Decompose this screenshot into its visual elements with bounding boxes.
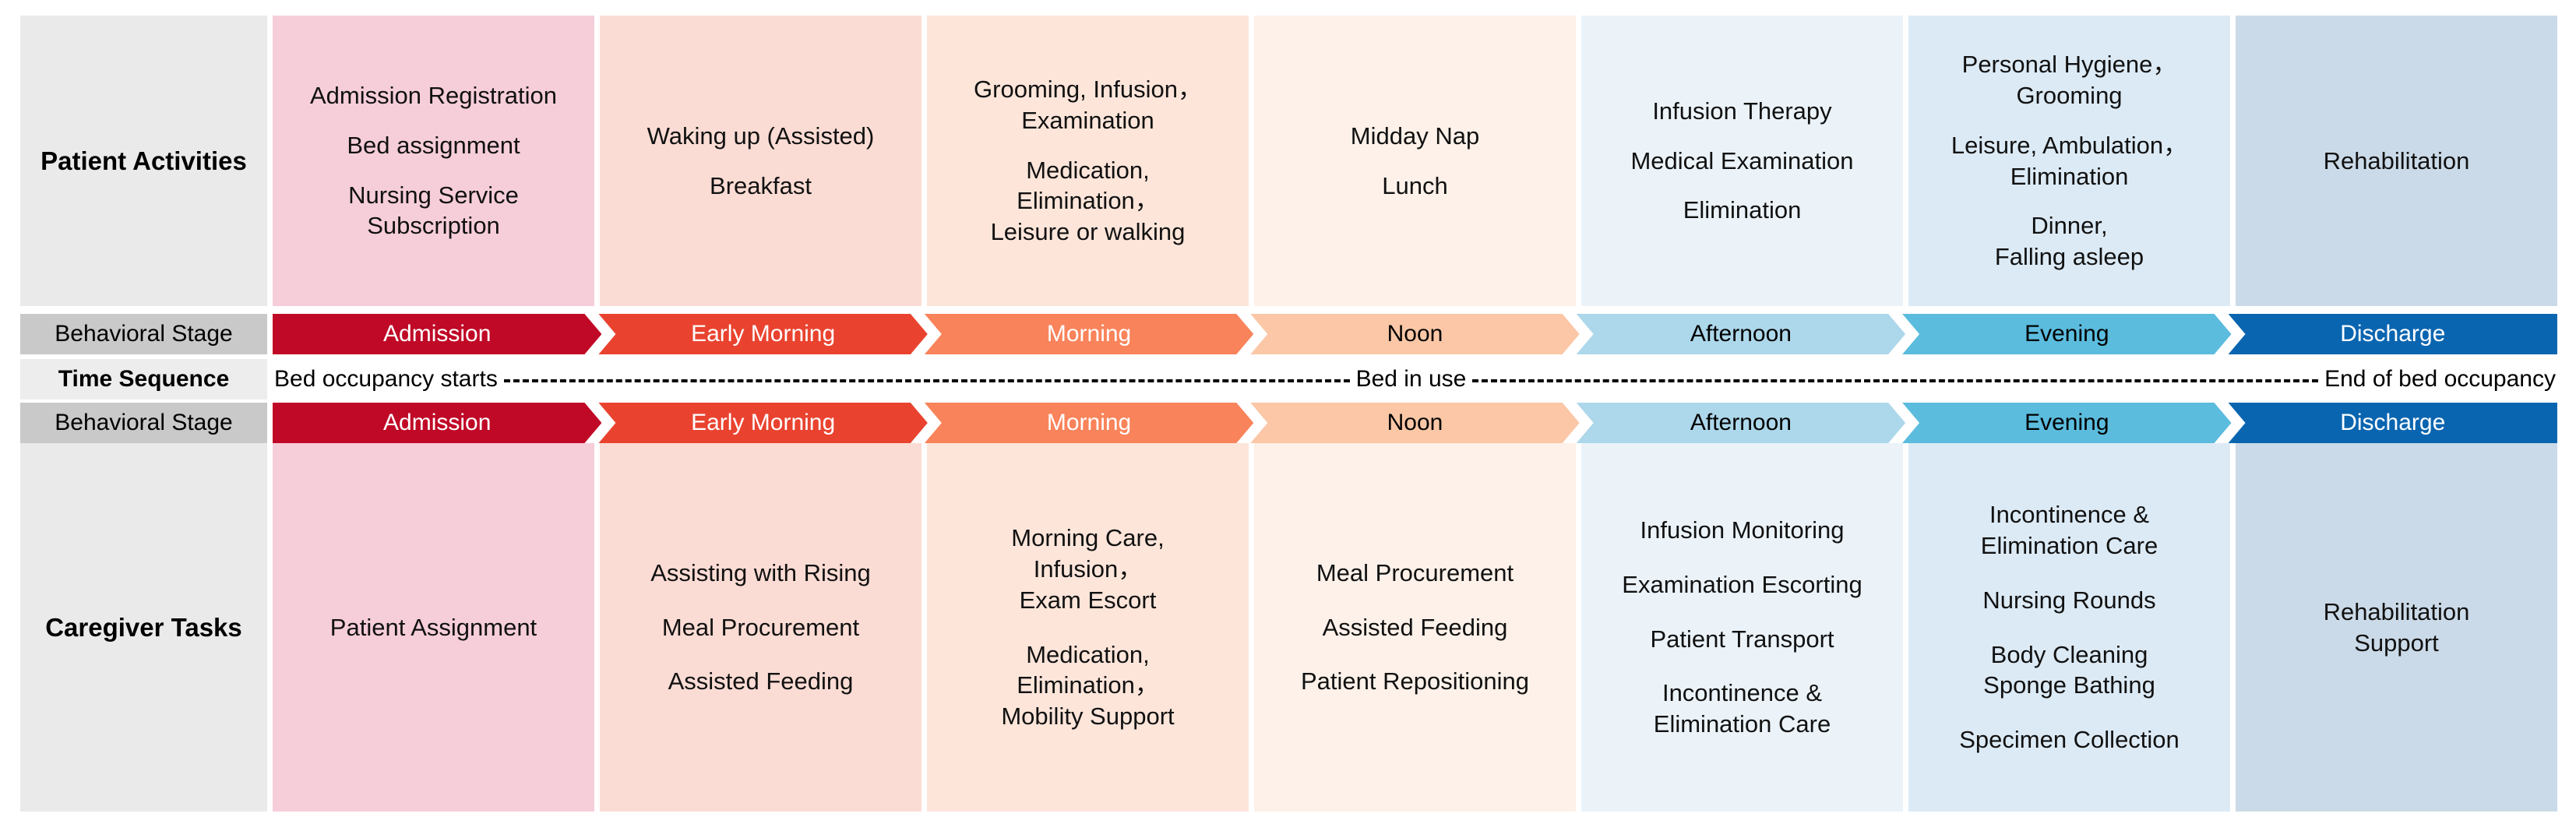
caregiver-task-cell-item: Examination Escorting: [1622, 570, 1862, 598]
stage-chevron-label: Discharge: [2340, 410, 2446, 435]
behavioral-stage-label-bottom: Behavioral Stage: [20, 403, 267, 443]
stage-chevron-label: Admission: [383, 321, 492, 347]
time-sequence-label: Time Sequence: [20, 359, 267, 400]
caregiver-task-cell-item: Meal Procurement: [661, 613, 860, 641]
stage-chevron-noon[interactable]: Noon: [1250, 403, 1579, 443]
behavioral-stage-row-bottom: Behavioral Stage Admission Early Morning M…: [20, 403, 2557, 443]
patient-activity-cell-item: Admission Registration: [309, 82, 558, 110]
caregiver-task-cell-item: Assisted Feeding: [668, 667, 854, 695]
caregiver-tasks-label: Caregiver Tasks: [20, 443, 267, 812]
time-sequence-dashed-line-left: [503, 379, 1350, 382]
behavioral-stage-chevrons-top: Admission Early Morning Morning Noon Afterno…: [273, 314, 2557, 354]
patient-activity-cell-item: Midday Nap: [1350, 121, 1480, 150]
behavioral-stage-row-top: Behavioral Stage Admission Early Morning M…: [20, 314, 2557, 354]
patient-activity-cell-item: Personal Hygiene，Grooming: [1961, 51, 2177, 110]
stage-chevron-label: Early Morning: [691, 410, 836, 435]
caregiver-task-cell-item: Nursing Rounds: [1982, 586, 2156, 614]
stage-chevron-admission[interactable]: Admission: [273, 403, 601, 443]
caregiver-task-cell-item: Patient Assignment: [329, 613, 537, 641]
patient-activity-cell-item: Infusion Therapy: [1652, 97, 1832, 125]
patient-activity-cell-discharge: Rehabilitation: [2236, 16, 2557, 306]
stage-chevron-early-morning[interactable]: Early Morning: [598, 403, 927, 443]
time-sequence-dashed-line-right: [1472, 379, 2319, 382]
journey-map: Patient Activities Admission Registratio…: [20, 16, 2557, 812]
stage-chevron-label: Morning: [1046, 410, 1132, 435]
time-sequence-row: Time Sequence Bed occupancy starts Bed i…: [20, 359, 2557, 400]
patient-activity-cell-item: Elimination: [1683, 196, 1802, 224]
stage-chevron-afternoon[interactable]: Afternoon: [1577, 314, 1905, 354]
stage-chevron-noon[interactable]: Noon: [1250, 314, 1579, 354]
time-sequence-start: Bed occupancy starts: [274, 366, 498, 392]
caregiver-task-cell-item: Assisting with Rising: [650, 558, 871, 586]
time-sequence-track: Bed occupancy starts Bed in use End of b…: [273, 359, 2557, 400]
patient-activity-cell-item: Rehabilitation: [2323, 146, 2470, 174]
caregiver-task-cell-item: Meal Procurement: [1316, 558, 1514, 586]
stage-chevron-evening[interactable]: Evening: [1902, 403, 2231, 443]
caregiver-task-cell-item: Patient Transport: [1650, 625, 1834, 653]
stage-chevron-evening[interactable]: Evening: [1902, 314, 2231, 354]
stage-chevron-label: Evening: [2025, 410, 2109, 435]
patient-activity-cell-item: Bed assignment: [347, 131, 520, 159]
behavioral-stage-chevrons-bottom: Admission Early Morning Morning Noon Afterno…: [273, 403, 2557, 443]
stage-chevron-label: Noon: [1387, 321, 1443, 347]
stage-chevron-label: Early Morning: [691, 321, 836, 347]
patient-activity-cell-item: Dinner,Falling asleep: [1994, 212, 2144, 270]
stage-chevron-morning[interactable]: Morning: [925, 314, 1253, 354]
patient-activity-cell-item: Lunch: [1382, 171, 1448, 199]
patient-activity-cell-item: Grooming, Infusion，Examination: [974, 76, 1202, 134]
caregiver-task-cell-item: Incontinence &Elimination Care: [1980, 501, 2158, 560]
caregiver-task-cell-admission: Patient Assignment: [273, 443, 594, 812]
caregiver-task-cell-item: Medication,Elimination，Mobility Support: [1001, 640, 1175, 730]
caregiver-task-cell-item: Incontinence &Elimination Care: [1653, 679, 1831, 738]
patient-activity-cell-item: Medication,Elimination，Leisure or walkin…: [990, 156, 1186, 245]
caregiver-task-cell-item: Infusion Monitoring: [1640, 516, 1845, 544]
caregiver-task-cell-item: Assisted Feeding: [1322, 613, 1508, 641]
patient-activities-label: Patient Activities: [20, 16, 267, 306]
stage-chevron-label: Admission: [383, 410, 492, 435]
stage-chevron-early-morning[interactable]: Early Morning: [598, 314, 927, 354]
stage-chevron-discharge[interactable]: Discharge: [2228, 403, 2557, 443]
caregiver-task-cell-item: Patient Repositioning: [1301, 667, 1529, 695]
time-sequence-end: End of bed occupancy: [2324, 366, 2556, 392]
patient-activities-row: Patient Activities Admission Registratio…: [20, 16, 2557, 306]
time-sequence-middle: Bed in use: [1355, 366, 1467, 392]
stage-chevron-admission[interactable]: Admission: [273, 314, 601, 354]
stage-chevron-label: Noon: [1387, 410, 1443, 435]
caregiver-task-cell-item: Specimen Collection: [1959, 725, 2180, 753]
patient-activity-cell-item: Waking up (Assisted): [647, 121, 875, 150]
behavioral-stage-label-top: Behavioral Stage: [20, 314, 267, 354]
stage-chevron-label: Discharge: [2340, 321, 2446, 347]
caregiver-task-cell-item: Morning Care,Infusion，Exam Escort: [1011, 524, 1165, 614]
stage-chevron-afternoon[interactable]: Afternoon: [1577, 403, 1905, 443]
patient-activity-cell-item: Leisure, Ambulation，Elimination: [1951, 131, 2188, 190]
stage-chevron-label: Afternoon: [1690, 410, 1792, 435]
stage-chevron-discharge[interactable]: Discharge: [2228, 314, 2557, 354]
stage-chevron-label: Afternoon: [1690, 321, 1792, 347]
stage-chevron-morning[interactable]: Morning: [925, 403, 1253, 443]
stage-chevron-label: Evening: [2025, 321, 2109, 347]
stage-chevron-label: Morning: [1046, 321, 1132, 347]
patient-activity-cell-item: Medical Examination: [1630, 146, 1854, 174]
patient-activity-cell-early-morning: Waking up (Assisted) Breakfast: [600, 16, 922, 306]
patient-activity-cell-item: Breakfast: [710, 171, 812, 199]
